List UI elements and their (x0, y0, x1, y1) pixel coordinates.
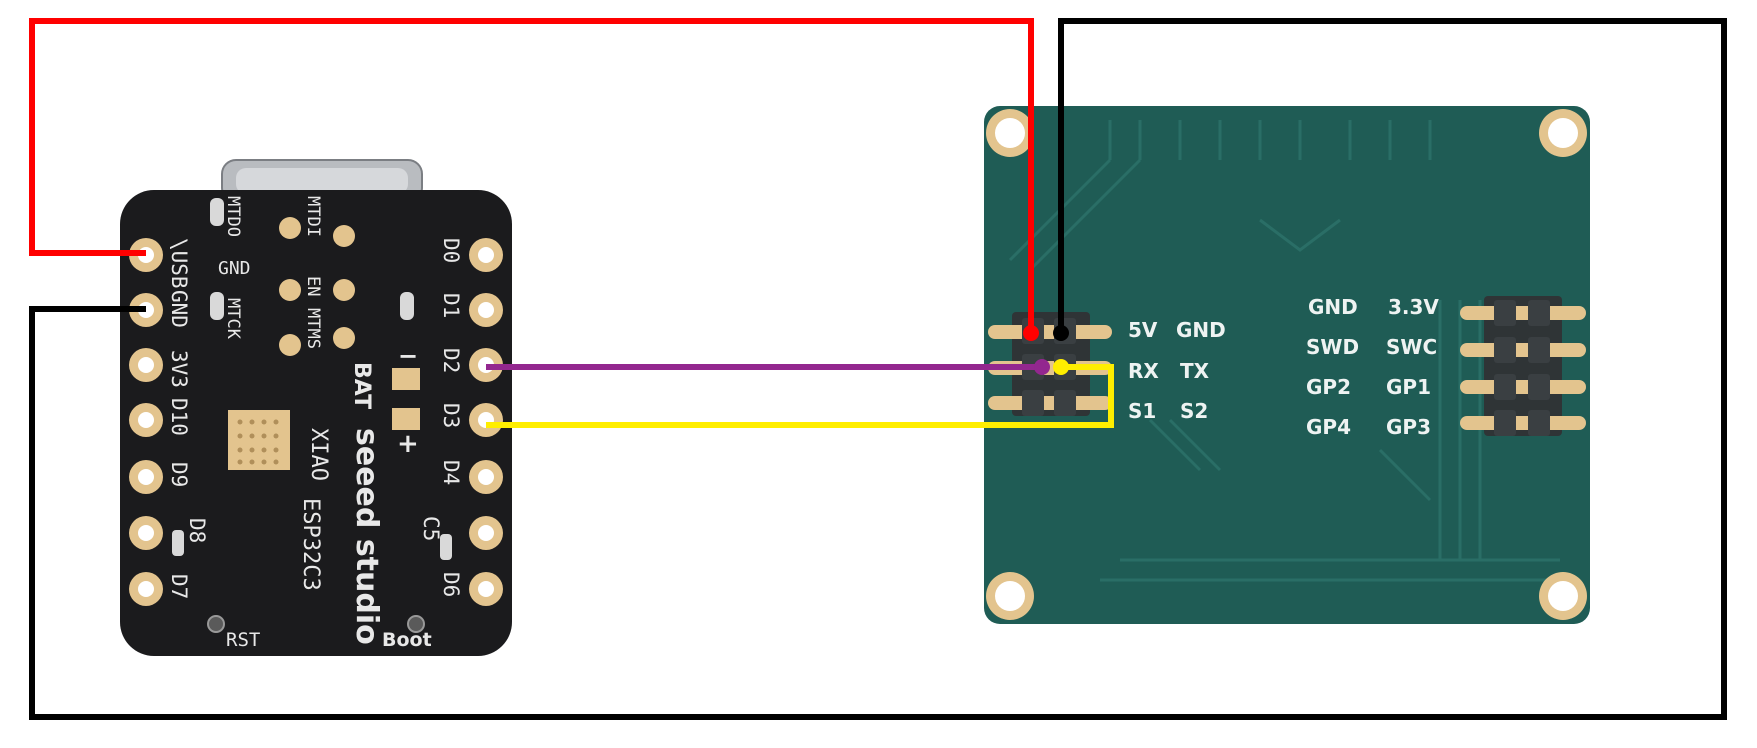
module-label-gp2: GP2 (1306, 375, 1351, 399)
module-label-swc: SWC (1386, 335, 1437, 359)
wire-d3-to-tx-yellow (486, 364, 1114, 428)
wire-end-5v (1023, 325, 1039, 341)
wire-end-tx (1053, 359, 1069, 375)
xiao-model-esp32c3: ESP32C3 (298, 498, 323, 591)
xiao-brand: seeed studio (349, 428, 384, 645)
xiao-pin-label-c5: C5 (419, 516, 443, 541)
module-swd-header (1460, 296, 1586, 436)
xiao-pin-label-usb: \USB (167, 238, 191, 289)
xiao-pin-label-d10: D10 (167, 398, 191, 436)
wire-end-rx (1034, 359, 1050, 375)
bat-minus-pad (392, 368, 420, 390)
xiao-label-mtms: MTMS (303, 308, 323, 349)
module-label-swd-gnd: GND (1308, 295, 1358, 319)
xiao-test-pads (279, 217, 355, 356)
wire-gnd-black (29, 18, 1727, 720)
xiao-label-mtdi: MTDI (303, 196, 323, 237)
module-label-s1: S1 (1128, 399, 1156, 423)
xiao-label-bat: BAT (349, 362, 374, 409)
bat-plus-pad (392, 408, 420, 430)
chip-pad (228, 410, 290, 470)
xiao-esp32c3-board: \USB GND 3V3 D10 D9 D8 D7 D0 D1 D2 D3 D4… (120, 159, 512, 656)
module-label-5v: 5V (1128, 318, 1158, 342)
xiao-label-bat-plus: + (397, 429, 419, 459)
xiao-label-mtdo: MTDO (223, 196, 243, 237)
module-label-swd: SWD (1306, 335, 1359, 359)
xiao-model-xiao: XIAO (306, 428, 331, 481)
xiao-label-mtck: MTCK (223, 298, 243, 340)
module-label-gp3: GP3 (1386, 415, 1431, 439)
xiao-label-en: EN (303, 276, 323, 296)
module-label-gp1: GP1 (1386, 375, 1431, 399)
module-label-gnd: GND (1176, 318, 1226, 342)
xiao-pin-label-d2: D2 (439, 348, 463, 373)
xiao-pin-label-d4: D4 (439, 460, 463, 485)
wire-5v-red (29, 18, 1034, 333)
wire-end-gnd (1053, 325, 1069, 341)
module-label-s2: S2 (1180, 399, 1208, 423)
wires (29, 18, 1727, 720)
xiao-pin-label-d6: D6 (439, 572, 463, 597)
sensor-module-board: 5V GND RX TX S1 S2 GND 3.3V SWD SWC GP2 … (984, 106, 1590, 624)
xiao-pin-label-d0: D0 (439, 238, 463, 263)
xiao-pin-label-d8: D8 (185, 518, 209, 543)
xiao-pin-label-d3: D3 (439, 403, 463, 428)
xiao-label-boot: Boot (382, 629, 432, 651)
xiao-pin-label-d7: D7 (167, 574, 191, 599)
xiao-label-rst: RST (226, 629, 260, 651)
xiao-pin-label-gnd: GND (167, 290, 191, 328)
xiao-pin-label-3v3: 3V3 (167, 350, 191, 388)
xiao-label-bat-minus: − (398, 342, 418, 370)
boot-button (407, 615, 425, 633)
rst-button (207, 615, 225, 633)
module-label-tx: TX (1180, 359, 1210, 383)
module-label-3v3: 3.3V (1388, 295, 1439, 319)
module-label-rx: RX (1128, 359, 1159, 383)
xiao-pin-label-d1: D1 (439, 293, 463, 318)
xiao-label-gnd-top: GND (218, 258, 251, 279)
xiao-pin-label-d9: D9 (167, 462, 191, 487)
module-mounting-holes (986, 109, 1587, 620)
module-label-gp4: GP4 (1306, 415, 1351, 439)
